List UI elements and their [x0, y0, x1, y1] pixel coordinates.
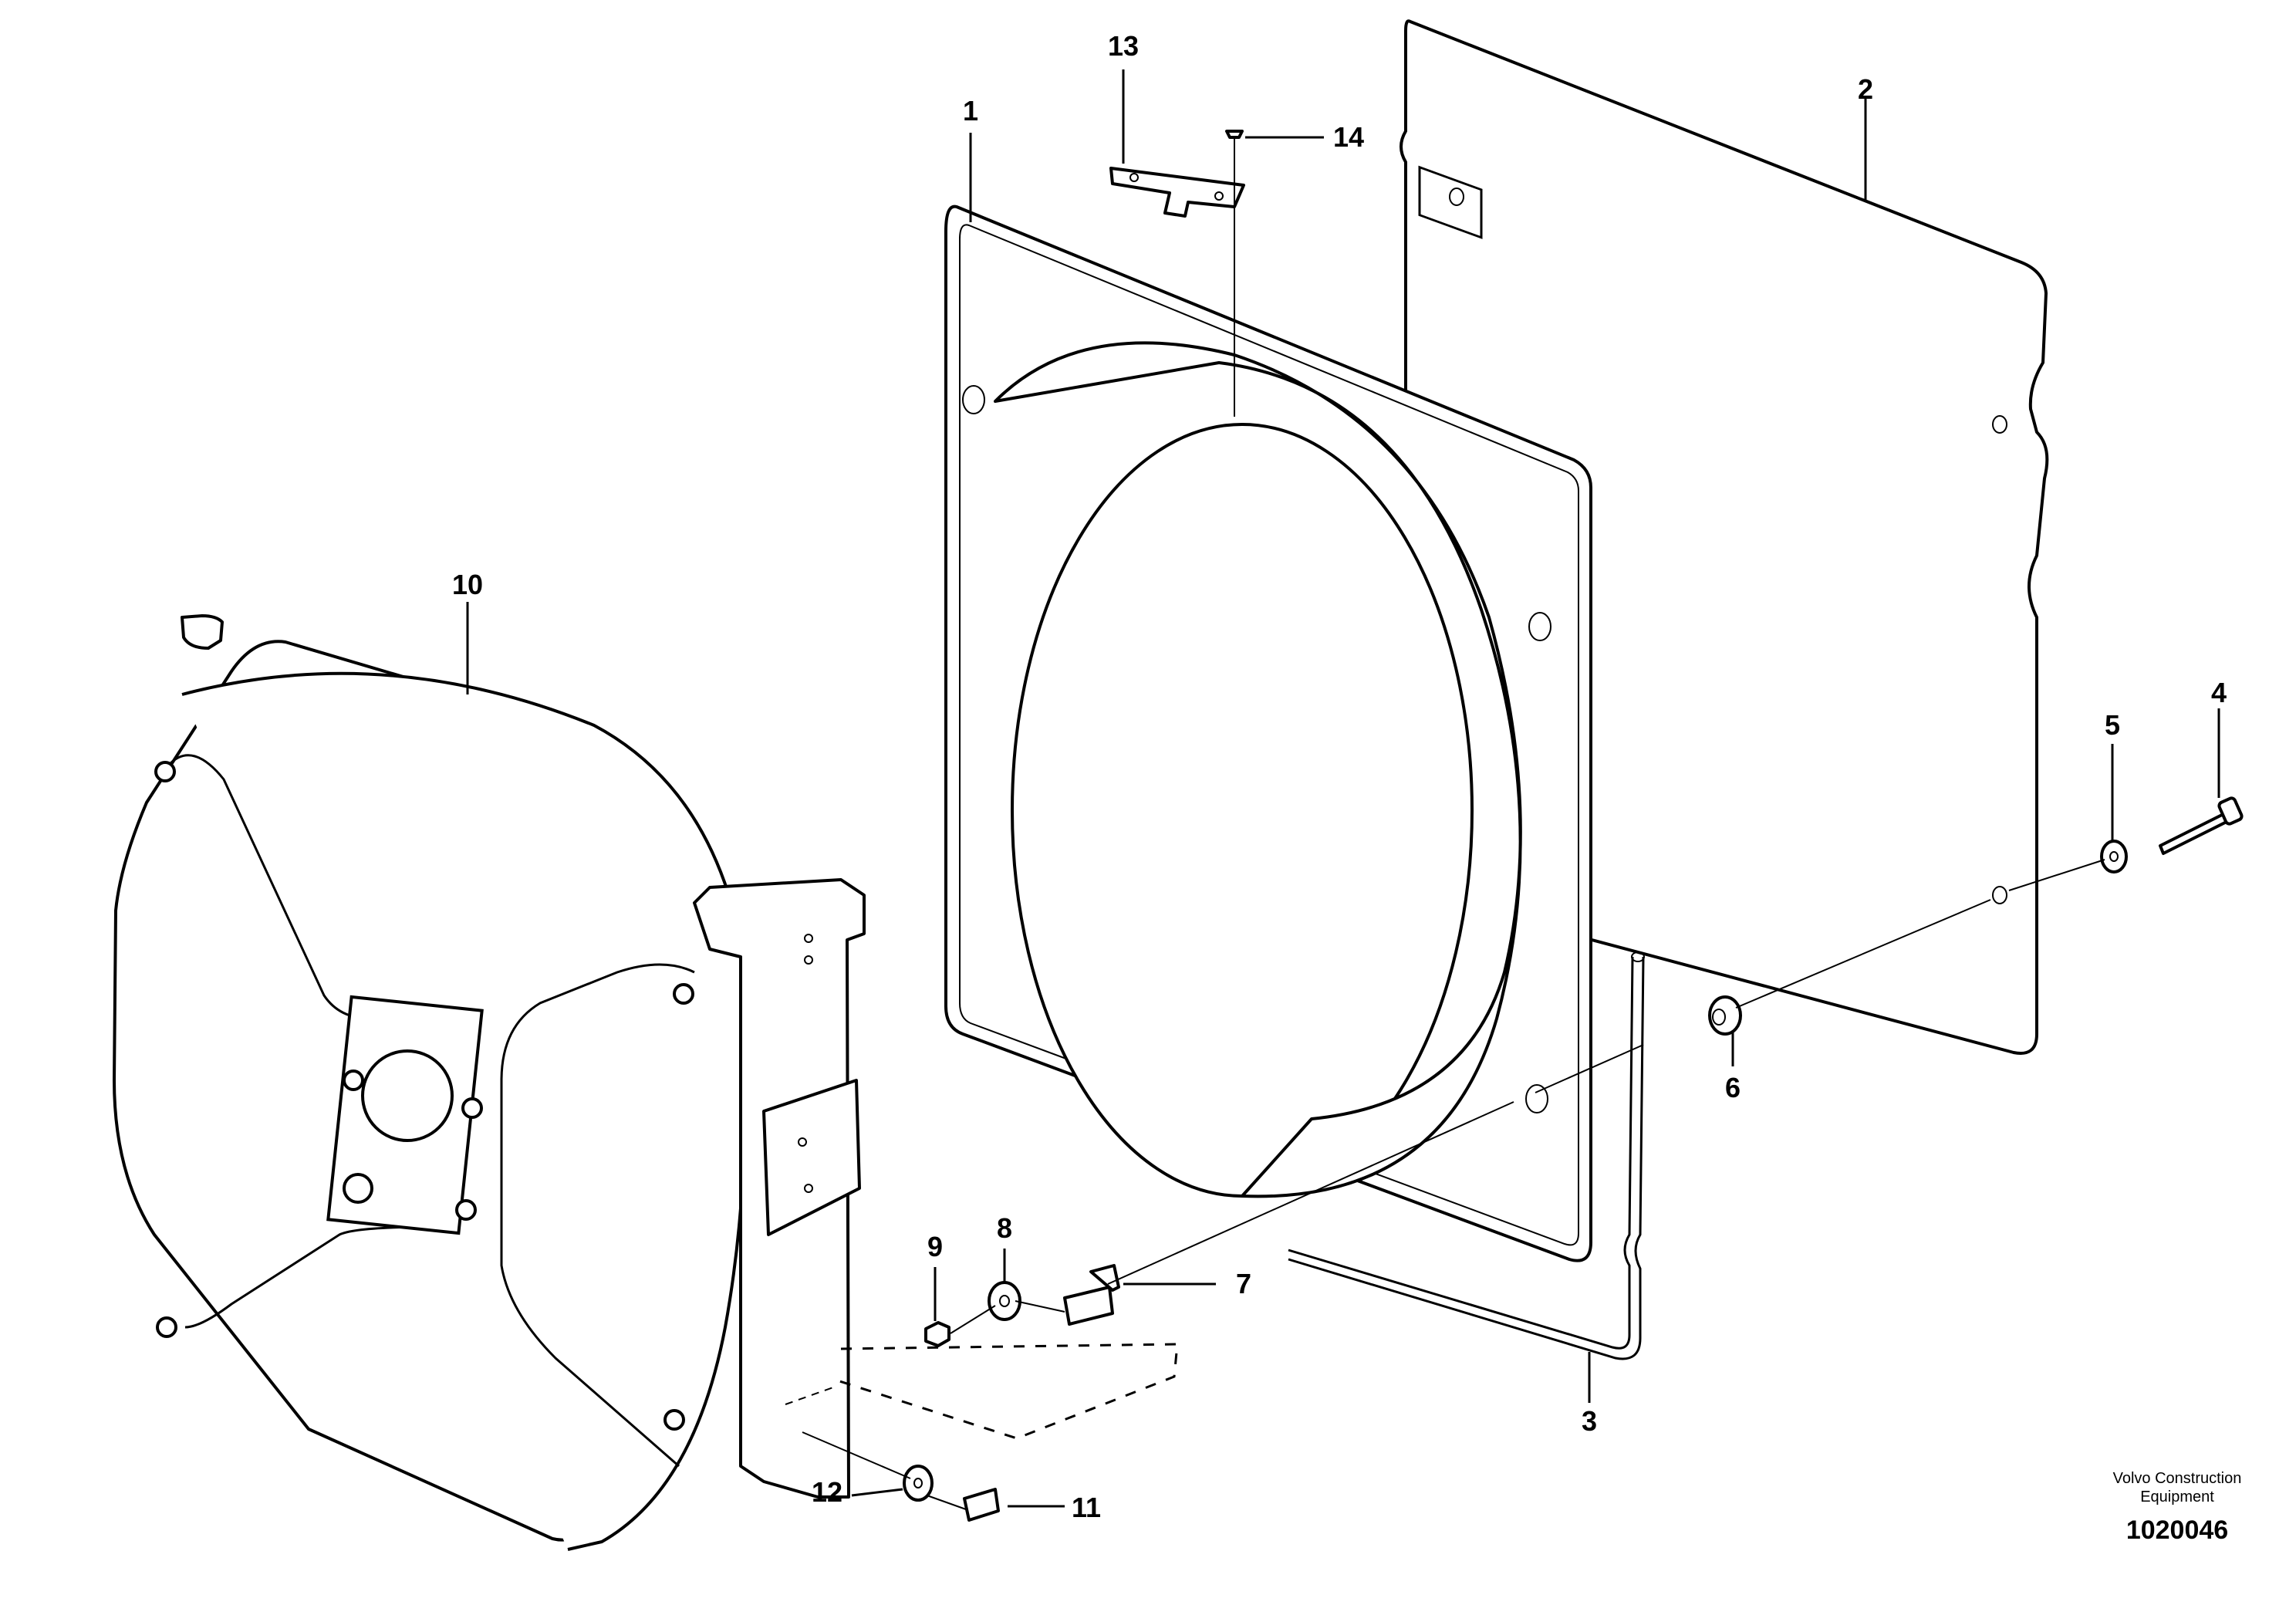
- callout-1: 1: [963, 95, 978, 127]
- washer-5: [2100, 840, 2128, 874]
- callout-labels: 1 2 3 4 5 6 7 8 9 10 11 12 13 14: [452, 30, 2227, 1523]
- leader-lines: [466, 69, 2220, 1508]
- callout-6: 6: [1725, 1072, 1741, 1103]
- callout-12: 12: [812, 1476, 842, 1508]
- nut-9: [924, 1321, 950, 1347]
- hole-pattern-outline: [785, 1343, 1179, 1440]
- assembly-lines: [802, 147, 2105, 1479]
- callout-10: 10: [452, 569, 483, 600]
- callout-8: 8: [997, 1212, 1012, 1244]
- fan-guard: [113, 614, 748, 1551]
- callout-3: 3: [1582, 1405, 1597, 1437]
- fan-shroud: [944, 204, 1592, 1262]
- callout-9: 9: [927, 1231, 943, 1262]
- title-block: Volvo Construction Equipment 1020046: [2113, 1470, 2242, 1545]
- credit-line-2: Equipment: [2140, 1489, 2214, 1505]
- callout-11: 11: [1072, 1492, 1101, 1523]
- bolt-4: [2159, 796, 2244, 855]
- document-number: 1020046: [2126, 1516, 2228, 1545]
- callout-14: 14: [1333, 121, 1364, 153]
- mounting-bracket: [693, 878, 866, 1499]
- spacer-6: [1708, 995, 1742, 1036]
- callout-2: 2: [1858, 73, 1873, 105]
- bolt-11: [922, 1488, 1000, 1522]
- washer-12: [903, 1465, 934, 1502]
- callout-5: 5: [2105, 709, 2120, 741]
- callout-4: 4: [2211, 677, 2227, 708]
- credit-line-1: Volvo Construction: [2113, 1470, 2242, 1487]
- callout-7: 7: [1236, 1268, 1251, 1299]
- callout-13: 13: [1108, 30, 1139, 62]
- seal-strip: [1288, 951, 1645, 1360]
- screw-top: [1225, 130, 1244, 147]
- top-bracket: [1109, 167, 1245, 218]
- clip-7: [1063, 1264, 1120, 1326]
